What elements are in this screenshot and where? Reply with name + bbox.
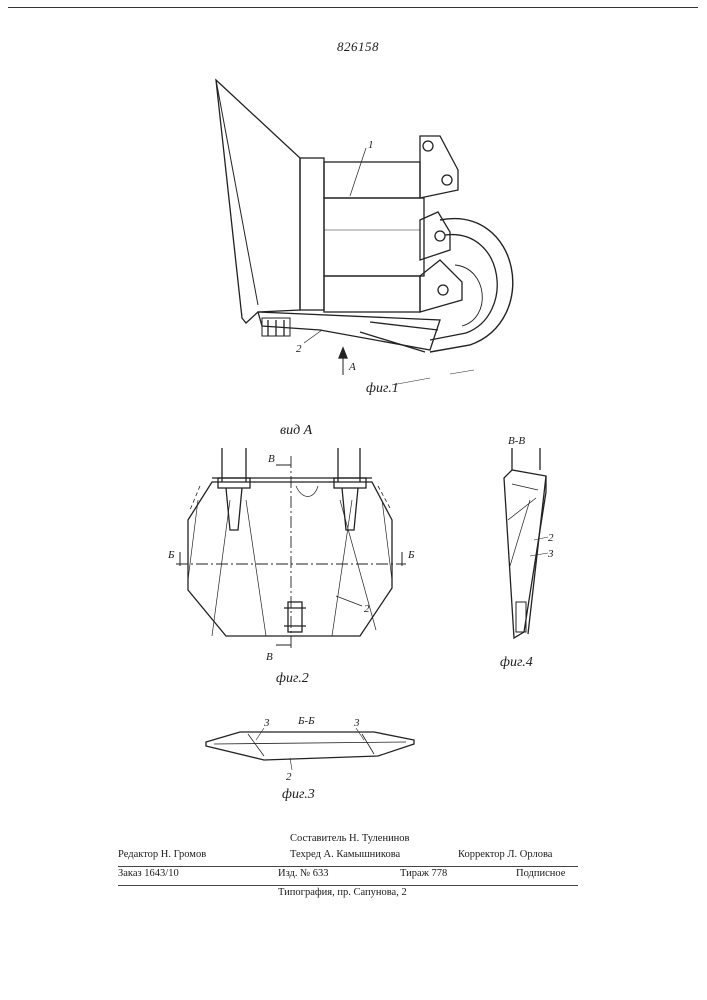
fig2-drawing [176,448,406,650]
fig2-section-v-bottom: В [266,651,273,663]
printer: Типография, пр. Сапунова, 2 [278,887,407,898]
colophon-row-staff: Редактор Н. Громов Техред А. Камышникова… [118,849,578,865]
fig1-view-arrow-label: A [348,361,356,373]
fig3-caption: фиг.3 [282,787,315,802]
editor: Редактор Н. Громов [118,849,206,860]
colophon-row-compiler: Составитель Н. Туленинов [118,833,578,849]
subscription: Подписное [516,868,565,879]
colophon-divider-2 [118,885,578,886]
fig3-label-3-right: 3 [353,717,360,729]
fig4-section-title: В-В [508,435,525,447]
fig4-label-3: 3 [547,548,554,560]
fig2-label-2: 2 [364,603,370,615]
edition: Изд. № 633 [278,868,329,879]
fig1-label-2: 2 [296,343,302,355]
colophon-divider-1 [118,866,578,867]
fig4-drawing [504,448,548,638]
fig1-label-1: 1 [368,139,374,151]
fig3-label-2: 2 [286,771,292,783]
fig2-section-v-top: В [268,453,275,465]
fig3-section-title: Б-Б [297,715,315,727]
fig1-caption: фиг.1 [366,381,399,396]
corrector: Корректор Л. Орлова [458,849,552,860]
fig2-section-b-right: Б [407,549,415,561]
fig4-caption: фиг.4 [500,655,533,670]
fig3-label-3-left: 3 [263,717,270,729]
fig2-section-b-left: Б [167,549,175,561]
compiler: Составитель Н. Туленинов [290,833,410,844]
fig1-drawing [216,80,513,385]
colophon-row-printer: Типография, пр. Сапунова, 2 [118,887,578,903]
fig2-view-label: вид А [280,423,313,438]
fig2-caption: фиг.2 [276,671,309,686]
fig3-drawing [206,728,414,770]
order: Заказ 1643/10 [118,868,179,879]
fig4-label-2: 2 [548,532,554,544]
print-run: Тираж 778 [400,868,447,879]
colophon-row-order: Заказ 1643/10 Изд. № 633 Тираж 778 Подпи… [118,868,578,884]
techred: Техред А. Камышникова [290,849,400,860]
